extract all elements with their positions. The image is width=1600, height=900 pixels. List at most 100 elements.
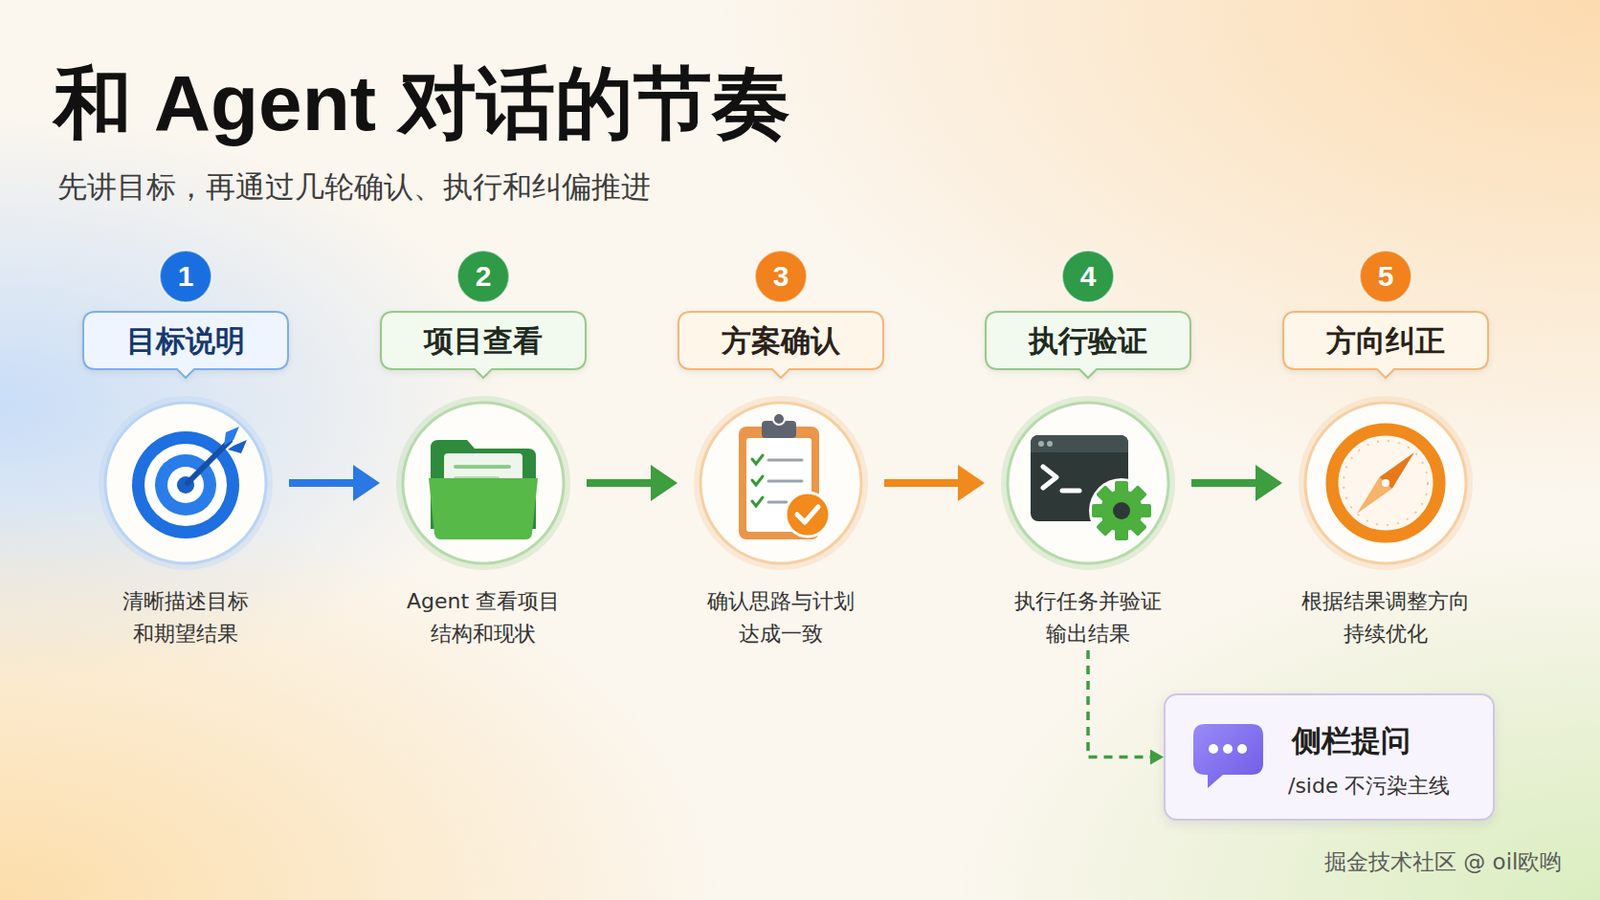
icon-circle-halo — [399, 399, 568, 568]
compass-icon — [1378, 452, 1415, 489]
icon-circle — [105, 402, 267, 564]
terminal-icon — [1128, 517, 1148, 537]
chat-bubble-icon — [1193, 724, 1264, 789]
chat-bubble-icon — [1208, 744, 1219, 755]
step-label-pill: 执行验证 — [984, 311, 1192, 380]
compass-icon — [1332, 429, 1440, 537]
terminal-icon — [1043, 466, 1057, 489]
number-circle-fill — [755, 250, 807, 303]
step-number-text: 4 — [1061, 249, 1115, 304]
step-label-pill: 目标说明 — [82, 311, 289, 380]
terminal-icon — [1062, 488, 1080, 494]
step-number-text: 3 — [754, 249, 808, 304]
step-label-pill: 项目查看 — [379, 311, 587, 380]
terminal-icon — [1114, 527, 1129, 541]
icon-circle — [1007, 402, 1169, 564]
target-icon — [227, 440, 247, 454]
compass-icon — [1343, 441, 1428, 526]
step-number: 1 — [158, 249, 213, 304]
icon-circle-halo — [1003, 399, 1173, 568]
clipboard-icon — [785, 492, 830, 537]
step-number: 2 — [456, 249, 511, 304]
side-question-box: 侧栏提问/side 不污染主线 — [1163, 693, 1495, 822]
step-title: 方向纠正 — [1282, 311, 1489, 371]
terminal-icon — [1030, 435, 1129, 522]
step-title: 执行验证 — [984, 311, 1192, 371]
folder-icon — [428, 440, 538, 540]
side-box-note: /side 不污染主线 — [1288, 772, 1450, 801]
step-number-text: 5 — [1358, 249, 1413, 304]
step-icon-circle: 根据结果调整方向 持续优化 — [1282, 401, 1489, 651]
compass-icon — [1356, 477, 1393, 514]
number-circle-fill — [457, 250, 510, 303]
clipboard-icon — [773, 413, 785, 425]
terminal-icon — [1128, 485, 1148, 505]
clipboard-icon — [768, 501, 787, 505]
terminal-icon — [1030, 444, 1129, 453]
pill-shape — [1283, 311, 1489, 378]
pill-shape — [380, 311, 586, 378]
step-title: 目标说明 — [82, 311, 289, 371]
target-icon — [177, 476, 195, 494]
step-number: 4 — [1061, 249, 1115, 304]
terminal-icon — [1095, 517, 1115, 537]
folder-icon — [455, 465, 510, 469]
step-description: 根据结果调整方向 持续优化 — [1289, 585, 1482, 651]
terminal-icon — [1030, 435, 1129, 453]
step-icon-circle: 执行任务并验证 输出结果 — [984, 401, 1192, 651]
terminal-icon — [1038, 441, 1045, 447]
compass-icon — [1381, 479, 1390, 488]
chat-bubble-icon — [1237, 744, 1247, 755]
target-icon — [155, 454, 217, 516]
terminal-icon — [1137, 504, 1152, 518]
icon-circle — [1305, 402, 1467, 564]
terminal-icon — [1088, 478, 1155, 544]
step-number-text: 1 — [158, 249, 213, 304]
watermark: 掘金技术社区 @ oil欧哟 — [1324, 847, 1562, 877]
step-description: 确认思路与计划 达成一致 — [685, 585, 877, 651]
pill-shape — [985, 311, 1191, 378]
clipboard-icon — [738, 413, 830, 540]
clipboard-icon — [797, 507, 819, 523]
folder-icon — [428, 478, 538, 540]
target-icon — [132, 426, 247, 539]
terminal-icon — [1114, 481, 1129, 495]
target-icon — [223, 426, 240, 446]
clipboard-icon — [761, 421, 797, 439]
pill-shape — [83, 311, 289, 378]
step-icon-circle: Agent 查看项目 结构和现状 — [379, 401, 587, 651]
flow-arrow — [884, 479, 958, 488]
terminal-icon — [1095, 485, 1115, 505]
step-label-pill: 方向纠正 — [1282, 311, 1489, 380]
number-circle-fill — [1359, 250, 1412, 303]
step-label-pill: 方案确认 — [677, 311, 885, 380]
step-description: 清晰描述目标 和期望结果 — [89, 585, 282, 651]
clipboard-icon — [768, 459, 802, 463]
flow-arrow — [586, 479, 651, 488]
step-title: 方案确认 — [677, 311, 885, 371]
folder-icon — [444, 453, 523, 496]
icon-circle-halo — [1301, 399, 1470, 568]
terminal-icon — [1100, 489, 1143, 533]
diagram-subtitle: 先讲目标，再通过几轮确认、执行和纠偏推进 — [57, 167, 651, 206]
target-icon — [187, 441, 230, 484]
step-description: Agent 查看项目 结构和现状 — [387, 585, 579, 651]
side-box-title: 侧栏提问 — [1291, 722, 1411, 759]
side-branch-arrow — [1088, 650, 1151, 758]
target-icon — [132, 431, 240, 539]
diagram-title: 和 Agent 对话的节奏 — [53, 60, 791, 147]
step-number-text: 2 — [456, 249, 511, 304]
icon-circle — [700, 402, 862, 564]
flow-arrow — [288, 479, 354, 488]
terminal-icon — [1030, 435, 1155, 544]
clipboard-icon — [768, 480, 802, 484]
clipboard-icon — [752, 497, 763, 507]
chat-bubble-icon — [1222, 744, 1233, 755]
icon-circle-halo — [696, 399, 866, 568]
pill-shape — [678, 311, 884, 378]
terminal-icon — [1112, 502, 1131, 520]
